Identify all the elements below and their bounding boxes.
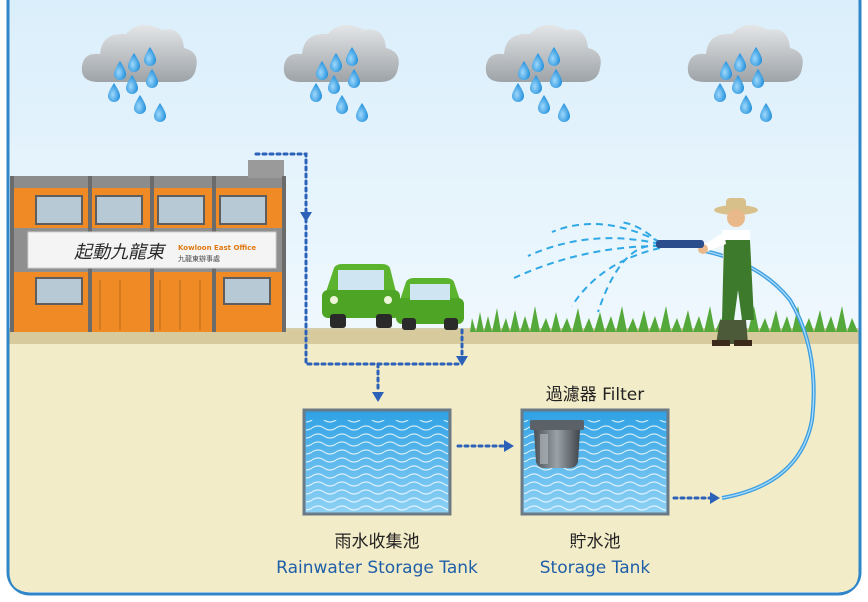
- rainwater-storage-tank: [302, 408, 452, 516]
- car: [396, 278, 464, 330]
- grass: [470, 306, 858, 332]
- gardener: [656, 198, 758, 346]
- filter-label: 過濾器 Filter: [546, 385, 645, 405]
- water-spray: [513, 221, 661, 313]
- car: [322, 264, 400, 328]
- rain-tank-label-zh: 雨水收集池: [335, 532, 420, 552]
- sign-office-zh: 九龍東辦事處: [178, 254, 220, 263]
- building: 起動九龍東 Kowloon East Office 九龍東辦事處: [10, 160, 286, 332]
- flow-arrows: [254, 152, 712, 500]
- storage-tank-label-zh: 貯水池: [570, 532, 621, 552]
- sign-office-en: Kowloon East Office: [178, 244, 256, 252]
- filter-icon: [530, 420, 584, 468]
- sign-brand: 起動九龍東: [74, 242, 167, 263]
- arrow-heads: [300, 212, 720, 504]
- storage-tank-label-en: Storage Tank: [540, 558, 651, 578]
- rain-tank-label-en: Rainwater Storage Tank: [276, 558, 478, 578]
